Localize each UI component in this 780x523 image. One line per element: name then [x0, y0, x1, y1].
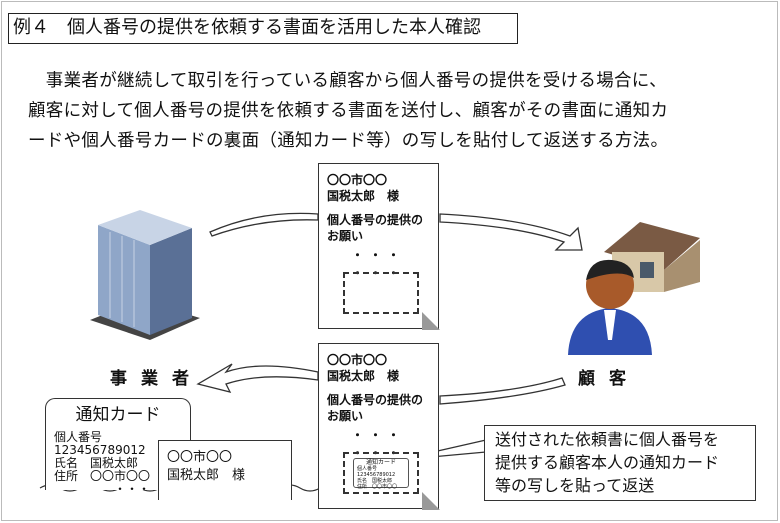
- doc-dots: ・・・: [351, 428, 406, 442]
- doc-heading-2: お願い: [327, 229, 364, 243]
- description: 事業者が継続して取引を行っている顧客から個人番号の提供を受ける場合に、 顧客に対…: [28, 66, 768, 156]
- mini-card-number: 個人番号 123456789012: [357, 466, 396, 478]
- card-name: 氏名 国税太郎: [54, 456, 139, 470]
- figure-title: 例４ 個人番号の提供を依頼する書面を活用した本人確認: [8, 13, 518, 44]
- doc-heading: 個人番号の提供の: [327, 213, 424, 227]
- doc-recipient: 国税太郎 様: [327, 369, 400, 383]
- envelope: 〇〇市〇〇 国税太郎 様: [158, 440, 292, 500]
- page-curl: [422, 312, 440, 330]
- card-heading: 通知カード: [75, 405, 161, 425]
- arrow-doc-to-business: [196, 363, 319, 393]
- arrow-doc-to-customer: [439, 213, 583, 251]
- arrow-customer-to-doc: [439, 377, 566, 405]
- envelope-address: 〇〇市〇〇: [167, 450, 233, 465]
- doc-recipient: 国税太郎 様: [327, 189, 400, 203]
- mini-card-name: 氏名 国税太郎: [357, 478, 393, 484]
- paste-area: 通知カード 個人番号 123456789012 氏名 国税太郎 住所 〇〇市〇〇: [343, 452, 419, 494]
- description-line: 顧客に対して個人番号の提供を依頼する書面を送付し、顧客がその書面に通知カ: [28, 101, 669, 121]
- business-label: 事業者: [110, 369, 203, 389]
- card-number: 個人番号 123456789012: [54, 430, 146, 457]
- card-address: 住所 〇〇市〇〇: [54, 469, 151, 483]
- office-building-icon: [90, 210, 200, 340]
- callout-note: 送付された依頼書に個人番号を 提供する顧客本人の通知カード 等の写しを貼って返送: [484, 425, 756, 501]
- request-document-with-card: 〇〇市〇〇 国税太郎 様 個人番号の提供の お願い ・・・ ・・・ 通知カード …: [318, 343, 440, 510]
- envelope-recipient: 国税太郎 様: [167, 468, 246, 483]
- doc-heading: 個人番号の提供の: [327, 393, 424, 407]
- callout-line: 送付された依頼書に個人番号を: [495, 430, 720, 449]
- pasted-card-copy: 通知カード 個人番号 123456789012 氏名 国税太郎 住所 〇〇市〇〇: [353, 458, 409, 490]
- mini-card-address: 住所 〇〇市〇〇: [357, 484, 398, 490]
- customer-label: 顧客: [578, 369, 640, 389]
- page-curl: [422, 492, 440, 510]
- callout-line: 等の写しを貼って返送: [495, 476, 655, 495]
- doc-dots: ・・・: [351, 248, 406, 262]
- house-icon: [604, 222, 700, 292]
- doc-heading-2: お願い: [327, 409, 364, 423]
- callout-line: 提供する顧客本人の通知カード: [495, 453, 720, 472]
- doc-address: 〇〇市〇〇: [327, 173, 388, 187]
- description-line: 事業者が継続して取引を行っている顧客から個人番号の提供を受ける場合に、: [28, 71, 667, 91]
- customer-person-icon: [568, 259, 652, 355]
- mini-card-heading: 通知カード: [365, 459, 396, 466]
- card-dots: ・・・: [114, 482, 151, 496]
- arrow-business-to-doc: [209, 212, 319, 237]
- doc-address: 〇〇市〇〇: [327, 353, 388, 367]
- request-document-blank: 〇〇市〇〇 国税太郎 様 個人番号の提供の お願い ・・・ ・・・: [318, 163, 440, 330]
- paste-area: [343, 272, 419, 314]
- description-line: ードや個人番号カードの裏面（通知カード等）の写しを貼付して返送する方法。: [28, 131, 669, 151]
